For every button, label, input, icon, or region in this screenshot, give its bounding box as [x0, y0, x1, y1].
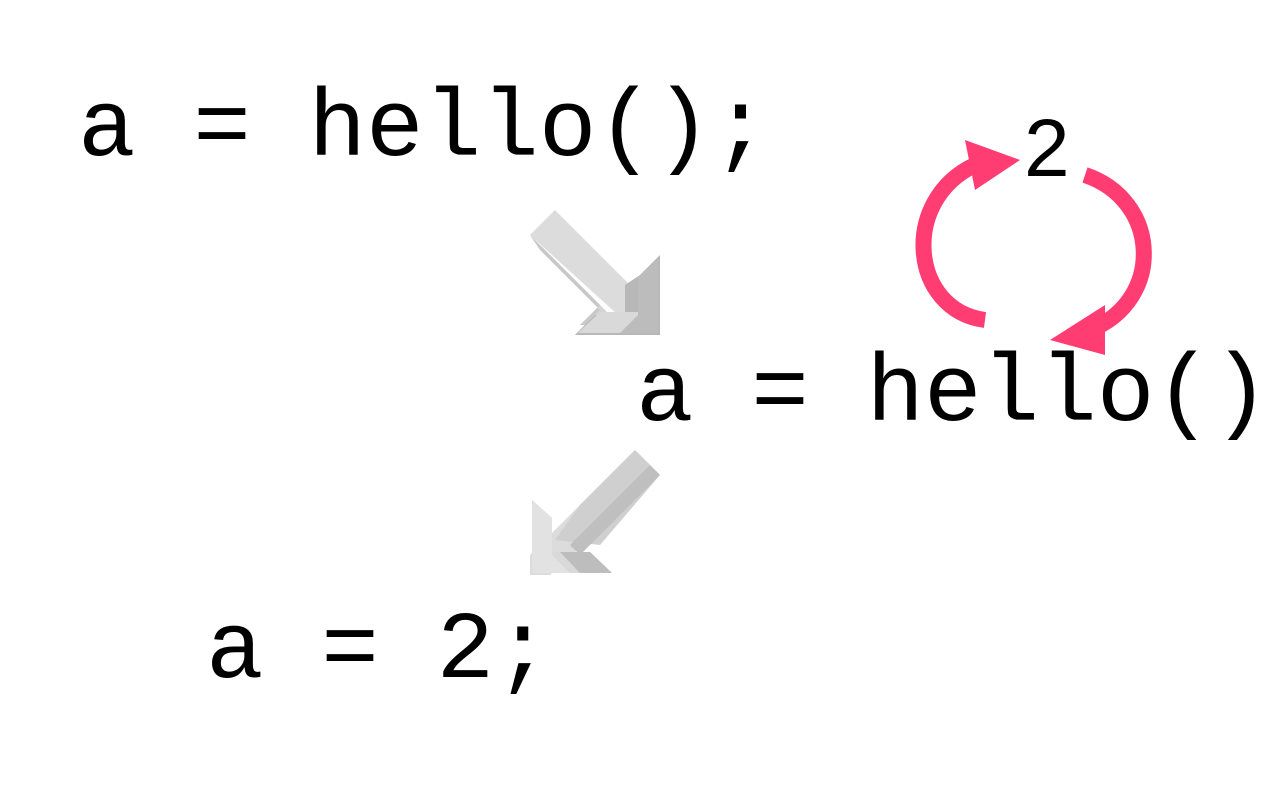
arrow-down-left-icon [530, 450, 660, 575]
code-line-result: a = 2; [206, 597, 552, 706]
code-line-call: a = hello(); [78, 75, 770, 184]
code-line-call-evaluating: a = hello(); [636, 340, 1280, 449]
return-value: 2 [1024, 103, 1070, 194]
cycle-arrows-icon [915, 140, 1152, 355]
arrow-down-right-icon [530, 210, 660, 335]
